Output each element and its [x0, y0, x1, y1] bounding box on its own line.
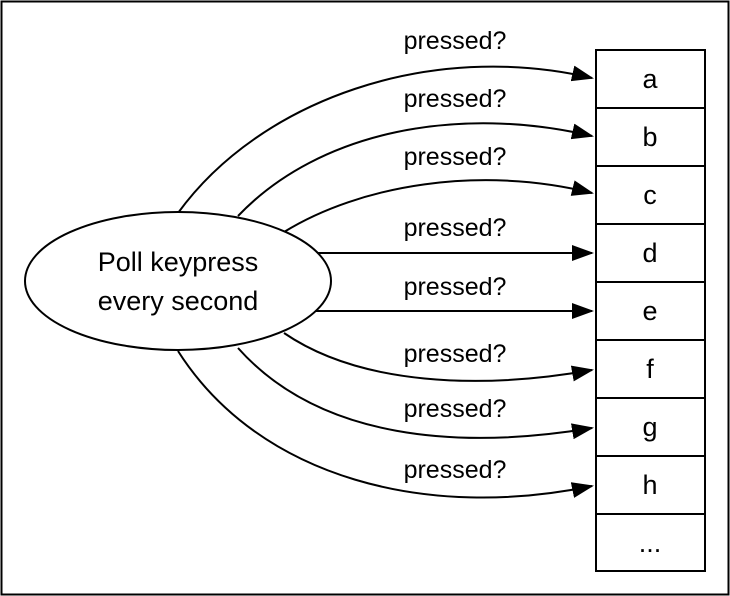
edge-label: pressed? — [404, 395, 507, 423]
key-list: a b c d e f g h — [595, 49, 706, 572]
key-box-c: c — [595, 165, 706, 225]
edge-label: pressed? — [404, 214, 507, 242]
key-label: c — [643, 180, 657, 210]
key-box-h: h — [595, 455, 706, 515]
key-label: d — [642, 238, 657, 268]
key-box-g: g — [595, 397, 706, 457]
arrow-to-b — [237, 122, 594, 217]
edge-label: pressed? — [404, 85, 507, 113]
key-label: h — [642, 470, 657, 500]
key-box-f: f — [595, 339, 706, 399]
key-label: g — [642, 412, 657, 442]
arrow-to-a — [177, 65, 594, 214]
arrow-to-c — [283, 179, 594, 233]
arrow-to-f — [283, 332, 594, 382]
key-label: b — [642, 122, 657, 152]
edge-label: pressed? — [404, 27, 507, 55]
poll-node-line2: every second — [98, 286, 259, 316]
edge-label-group: pressed? pressed? pressed? pressed? pres… — [404, 27, 507, 484]
arrow-to-g — [237, 347, 594, 440]
edge-label: pressed? — [404, 273, 507, 301]
key-box-more: ... — [595, 513, 706, 572]
key-label: a — [642, 64, 658, 94]
poll-node-shape — [24, 211, 332, 351]
poll-node: Poll keypress every second — [24, 211, 332, 351]
arrow-to-h — [177, 350, 594, 499]
edge-label: pressed? — [404, 340, 507, 368]
edge-label: pressed? — [404, 456, 507, 484]
key-label: ... — [639, 528, 662, 558]
key-box-b: b — [595, 107, 706, 167]
key-box-d: d — [595, 223, 706, 283]
edge-group — [177, 65, 594, 499]
poll-node-line1: Poll keypress — [98, 247, 259, 277]
edge-label: pressed? — [404, 143, 507, 171]
key-label: f — [646, 354, 654, 384]
key-box-e: e — [595, 281, 706, 341]
key-label: e — [642, 296, 657, 326]
key-box-a: a — [595, 49, 706, 109]
